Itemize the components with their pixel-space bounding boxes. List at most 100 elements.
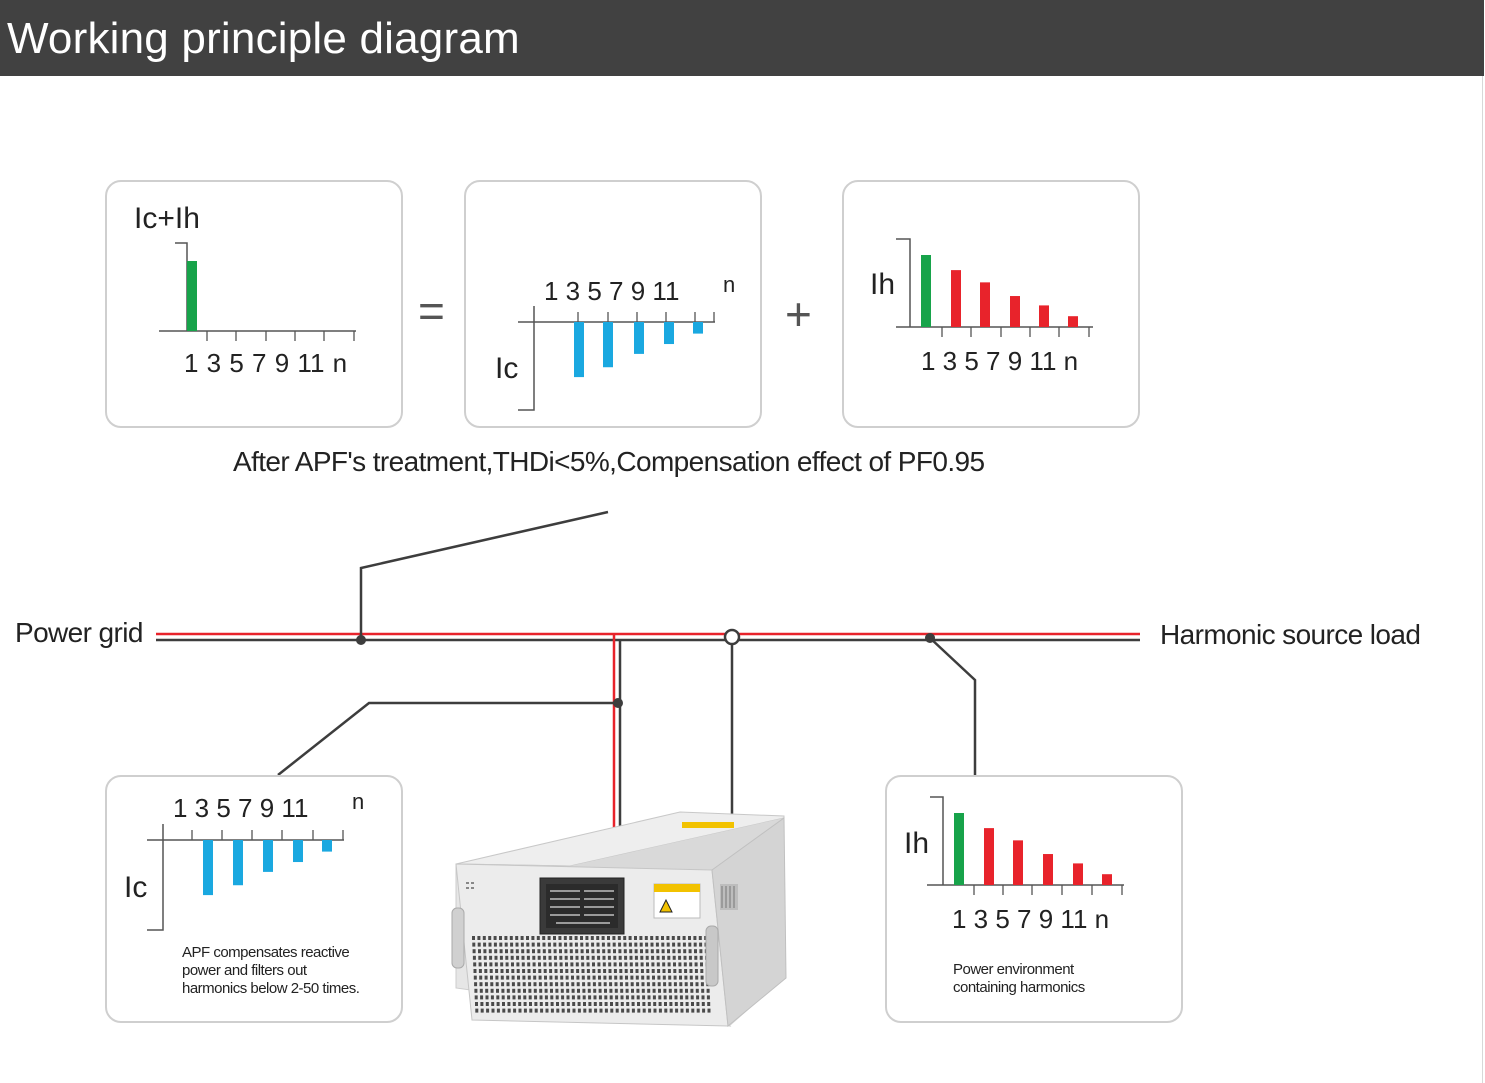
grille-hole [473, 975, 477, 980]
grille-hole [593, 1002, 597, 1006]
grille-hole [674, 995, 678, 1000]
grille-hole [515, 936, 519, 940]
grille-hole [640, 955, 644, 960]
spectrum-chart [159, 242, 356, 341]
grille-hole [522, 982, 526, 987]
grille-hole [614, 988, 618, 993]
grille-hole [625, 982, 629, 987]
grille-hole [528, 982, 532, 987]
grille-hole [496, 1008, 500, 1013]
grille-hole [472, 955, 476, 960]
grille-hole [518, 1008, 522, 1013]
grille-hole [653, 1002, 657, 1006]
grille-hole [569, 949, 573, 954]
grille-hole [661, 955, 665, 960]
grille-hole [517, 982, 521, 987]
grille-hole [501, 988, 505, 993]
grille-hole [512, 1002, 516, 1006]
grille-hole [662, 975, 666, 980]
tr-axes [896, 238, 1093, 337]
grille-hole [529, 1008, 533, 1013]
grille-hole [566, 988, 570, 993]
grille-hole [475, 1008, 479, 1013]
grille-hole [577, 1002, 581, 1006]
grille-hole [668, 988, 672, 993]
grille-hole [490, 982, 494, 987]
grille-hole [653, 1008, 657, 1013]
grille-hole [689, 962, 693, 967]
grille-hole [501, 995, 505, 1000]
harmonic-order-ticks: 1 3 5 7 9 11 n [952, 904, 1110, 934]
grille-hole [587, 982, 591, 987]
grille-hole [506, 975, 510, 980]
grille-hole [521, 955, 525, 960]
grille-hole [602, 955, 606, 960]
grille-hole [500, 975, 504, 980]
grille-hole [707, 1008, 711, 1013]
grille-hole [685, 1008, 689, 1013]
grille-hole [505, 949, 508, 954]
grille-hole [556, 1002, 559, 1006]
grille-hole [554, 975, 558, 980]
grille-hole [688, 949, 692, 954]
caption-lead-wire [359, 510, 609, 640]
grille-hole [558, 936, 562, 940]
grille-hole [680, 1002, 684, 1006]
grille-hole [707, 1002, 711, 1006]
grille-hole [618, 942, 622, 947]
grille-hole [507, 995, 511, 1000]
grille-hole [652, 975, 655, 980]
grille-hole [491, 1002, 495, 1006]
grille-hole [628, 942, 632, 947]
grille-hole [607, 949, 611, 954]
grille-hole [532, 962, 536, 967]
grille-hole [648, 1008, 652, 1013]
grille-hole [696, 995, 700, 1000]
grille-hole [593, 988, 597, 993]
grille-hole [537, 955, 541, 960]
grille-hole [572, 1008, 576, 1013]
grille-hole [536, 936, 540, 940]
grille-hole [499, 936, 502, 940]
grille-hole [693, 936, 697, 940]
grille-hole [701, 995, 705, 1000]
grille-hole [663, 982, 667, 987]
spectrum-bar [954, 813, 964, 885]
grille-hole [577, 995, 581, 1000]
grille-hole [592, 982, 596, 987]
grille-hole [473, 962, 477, 967]
grille-hole [484, 969, 488, 973]
grille-hole [630, 975, 634, 980]
grille-hole [526, 949, 530, 954]
grille-hole [679, 982, 683, 987]
grille-hole [586, 949, 589, 954]
spectrum-bar [263, 840, 273, 872]
y-axis [175, 242, 188, 331]
grille-hole [582, 982, 586, 987]
harmonic-order-ticks: 1 3 5 7 9 11 [544, 276, 680, 306]
grille-hole [688, 955, 692, 960]
grille-hole [604, 1002, 608, 1006]
grille-hole [613, 962, 617, 967]
grille-hole [615, 1002, 619, 1006]
grille-hole [614, 982, 618, 987]
grille-hole [506, 988, 510, 993]
grille-hole [516, 969, 520, 973]
grille-hole [658, 988, 661, 993]
grille-hole [534, 1002, 538, 1006]
grille-hole [529, 1002, 532, 1006]
grille-hole [586, 955, 590, 960]
grille-hole [645, 949, 649, 954]
grille-hole [634, 942, 638, 947]
grille-hole [690, 988, 694, 993]
grille-hole [682, 936, 686, 940]
grille-hole [603, 982, 607, 987]
grille-hole [636, 982, 640, 987]
bl-axes [147, 824, 344, 931]
grille-hole [631, 1002, 635, 1006]
grille-hole [586, 962, 590, 967]
grille-hole [516, 955, 520, 960]
grille-hole [564, 949, 568, 954]
grille-hole [706, 995, 710, 1000]
